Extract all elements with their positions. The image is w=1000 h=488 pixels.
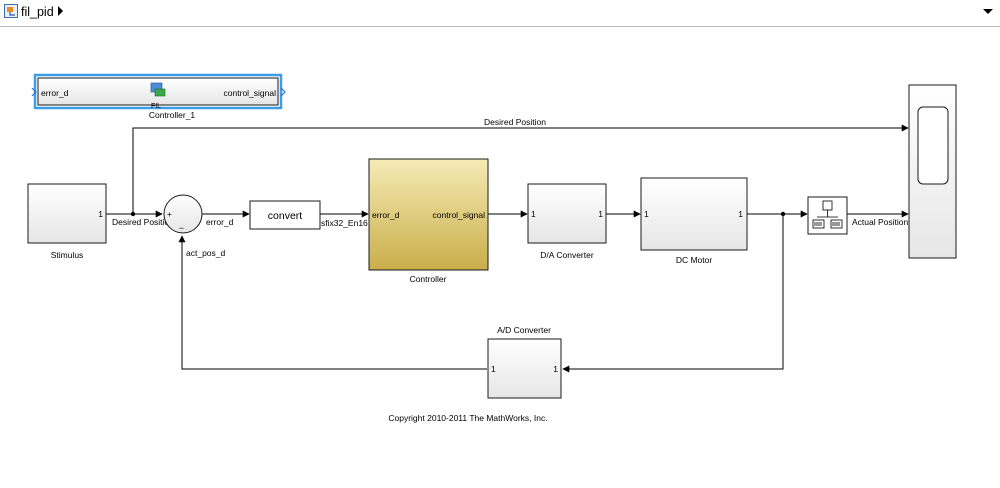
ad-out-port-label: 1 — [553, 364, 558, 374]
model-icon[interactable] — [4, 4, 18, 18]
fil-out-port-chevron-icon — [280, 87, 286, 97]
fil-block-body[interactable] — [37, 77, 279, 106]
signal-label-actual[interactable]: Actual Position — [852, 217, 908, 227]
rate-transition-icon — [812, 200, 843, 229]
fil-icon-text: FIL — [151, 103, 161, 110]
wire-desired-to-scope[interactable] — [132, 124, 909, 214]
ad-block-name[interactable]: A/D Converter — [497, 325, 551, 335]
fil-in-port-chevron-icon — [31, 87, 37, 97]
dropdown-chevron-icon[interactable] — [983, 9, 993, 14]
signal-lines — [106, 124, 909, 373]
da-converter-block[interactable]: 1 1 — [527, 183, 607, 244]
toolbar-breadcrumb-bar: fil_pid — [0, 0, 1000, 27]
ad-converter-block[interactable]: 1 1 — [487, 338, 562, 399]
fil-in-port-label: error_d — [41, 88, 69, 98]
fil-block-name[interactable]: Controller_1 — [149, 110, 196, 120]
signal-label-error[interactable]: error_d — [206, 217, 234, 227]
controller-in-port-label: error_d — [372, 210, 400, 220]
fil-controller-block[interactable]: error_d control_signal FIL — [31, 73, 286, 110]
fil-out-port-label: control_signal — [224, 88, 277, 98]
copyright-annotation: Copyright 2010-2011 The MathWorks, Inc. — [388, 413, 547, 423]
model-name-breadcrumb[interactable]: fil_pid — [21, 5, 54, 19]
da-block-name[interactable]: D/A Converter — [540, 250, 594, 260]
motor-block-name[interactable]: DC Motor — [676, 255, 713, 265]
stimulus-out-port-label: 1 — [98, 209, 103, 219]
wire-feedback-to-ad[interactable] — [562, 214, 784, 373]
signal-label-desired-top[interactable]: Desired Position — [484, 117, 546, 127]
motor-out-port-label: 1 — [738, 209, 743, 219]
sum-block[interactable]: + − — [163, 194, 203, 234]
controller-out-port-label: control_signal — [433, 210, 486, 220]
convert-block-label: convert — [268, 210, 303, 222]
stimulus-block-name[interactable]: Stimulus — [51, 250, 84, 260]
sum-minus-sign: − — [179, 223, 184, 233]
stimulus-block[interactable]: 1 — [27, 183, 107, 244]
convert-block[interactable]: convert — [249, 200, 321, 230]
da-in-port-label: 1 — [531, 209, 536, 219]
ad-in-port-label: 1 — [491, 364, 496, 374]
motor-in-port-label: 1 — [644, 209, 649, 219]
scope-block[interactable] — [908, 84, 957, 259]
dc-motor-block[interactable]: 1 1 — [640, 177, 748, 251]
scope-screen-icon — [917, 106, 949, 185]
branch-point-desired — [130, 211, 136, 217]
sum-plus-sign: + — [167, 209, 172, 219]
rate-transition-block[interactable] — [807, 196, 848, 235]
wire-ad-to-sum[interactable] — [178, 235, 487, 370]
signal-label-act-pos[interactable]: act_pos_d — [186, 248, 225, 258]
signal-label-fixed-type: sfix32_En16 — [321, 218, 368, 228]
fil-board-icon — [150, 82, 166, 97]
controller-block-name[interactable]: Controller — [410, 274, 447, 284]
block-diagram: error_d control_signal FIL Controller_1 — [27, 73, 957, 423]
da-out-port-label: 1 — [598, 209, 603, 219]
controller-subsystem-block[interactable]: error_d control_signal — [368, 158, 489, 271]
model-canvas[interactable]: error_d control_signal FIL Controller_1 — [0, 27, 1000, 488]
breadcrumb-arrow-icon[interactable] — [58, 6, 63, 16]
signal-label-desired-left[interactable]: Desired Position — [112, 217, 174, 227]
